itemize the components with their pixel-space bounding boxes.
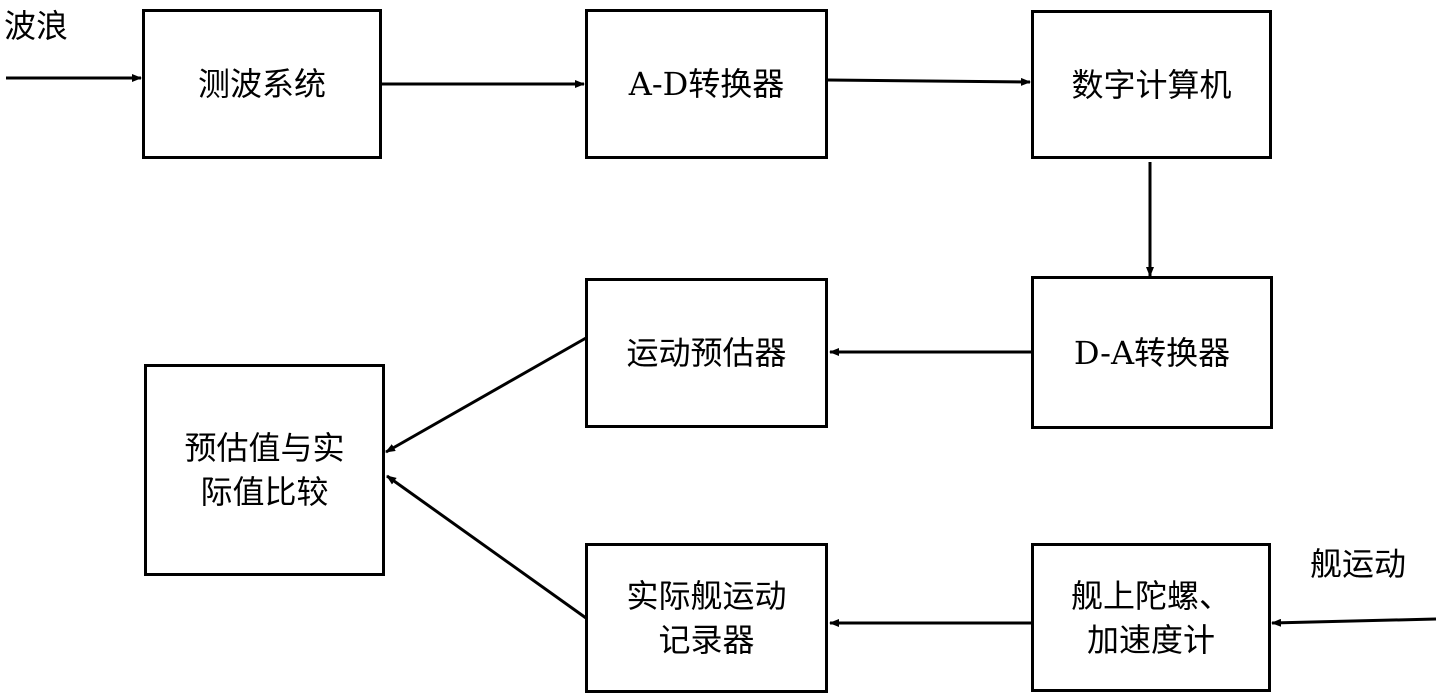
box-line: 测波系统: [197, 65, 326, 103]
box-line: 数字计算机: [1071, 65, 1232, 104]
box-line: A-D转换器: [628, 65, 785, 103]
ad-converter-box: A-D转换器: [585, 9, 828, 159]
box-line: D-A转换器: [1073, 333, 1231, 372]
wave-measuring-system-box: 测波系统: [142, 9, 382, 159]
gyro-accelerometer-box: 舰上陀螺、 加速度计: [1031, 543, 1271, 692]
box-line: 际值比较: [200, 473, 329, 511]
arrow-recorder-to-comparison: [386, 474, 587, 620]
motion-estimator-box: 运动预估器: [585, 278, 828, 428]
actual-motion-recorder-box: 实际舰运动 记录器: [585, 543, 828, 693]
box-line: 记录器: [658, 621, 755, 659]
da-converter-box: D-A转换器: [1031, 276, 1273, 429]
comparison-box: 预估值与实 际值比较: [144, 364, 385, 576]
arrow-ad-to-computer: [827, 77, 1031, 86]
digital-computer-box: 数字计算机: [1031, 10, 1272, 159]
box-line: 加速度计: [1086, 620, 1215, 659]
arrow-shipmotion-to-gyro: [1271, 617, 1437, 627]
ship-motion-input-label: 舰运动: [1310, 545, 1407, 583]
box-line: 预估值与实: [184, 429, 345, 467]
box-line: 实际舰运动: [626, 577, 787, 615]
wave-input-label: 波浪: [4, 7, 69, 45]
box-line: 运动预估器: [626, 334, 787, 372]
box-line: 舰上陀螺、: [1070, 576, 1231, 615]
arrow-estimator-to-comparison: [385, 336, 587, 454]
